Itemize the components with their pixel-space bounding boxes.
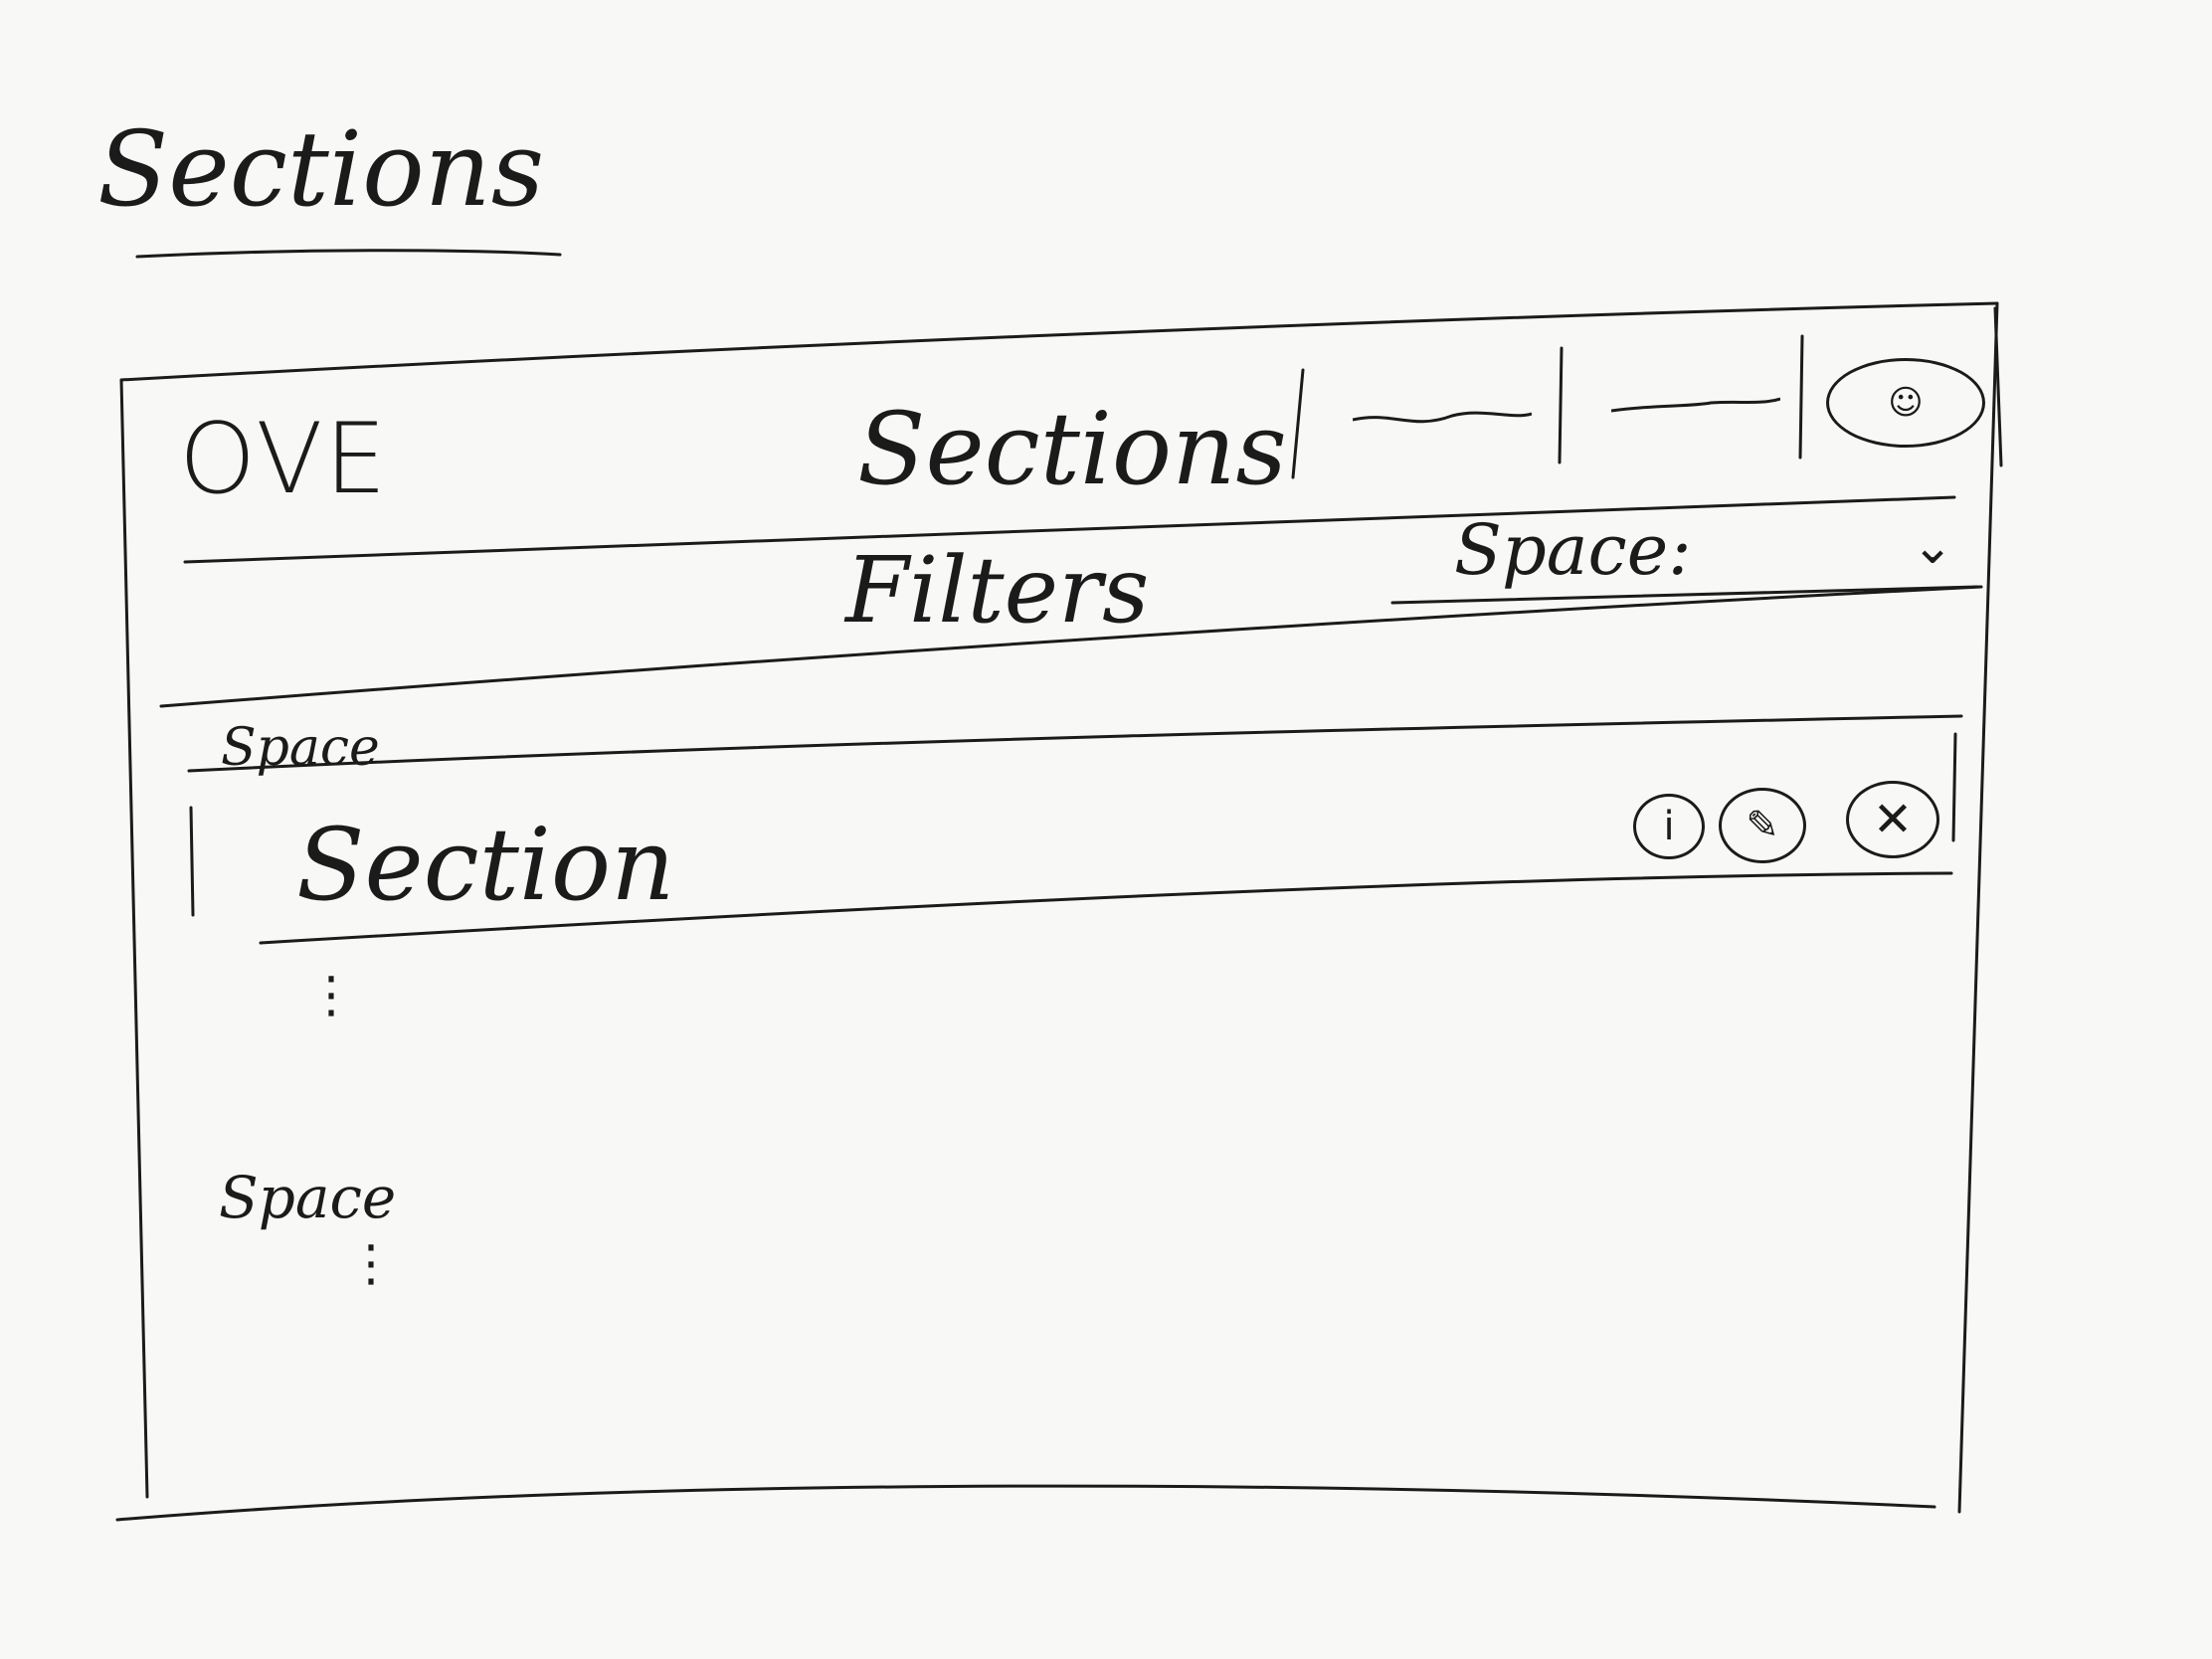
page-title: Sections bbox=[97, 108, 545, 230]
space-select[interactable]: Space: ⌄ bbox=[1454, 515, 1961, 585]
space-select-value: Space: bbox=[1454, 509, 1692, 591]
edit-icon: ✎ bbox=[1746, 803, 1779, 848]
nav-item-sections[interactable]: Sections bbox=[857, 391, 1287, 507]
user-avatar[interactable]: ☺ bbox=[1826, 358, 1985, 448]
edit-button[interactable]: ✎ bbox=[1719, 788, 1806, 863]
filters-label: Filters bbox=[845, 537, 1150, 644]
nav-item-placeholder-2[interactable] bbox=[1610, 393, 1781, 413]
chevron-down-icon: ⌄ bbox=[1912, 517, 1953, 575]
section-row-label[interactable]: Section bbox=[296, 807, 675, 923]
user-icon: ☺ bbox=[1888, 383, 1924, 423]
more-items-indicator: ⋮ bbox=[306, 966, 356, 1023]
info-button[interactable]: i bbox=[1633, 794, 1705, 859]
nav-item-placeholder-1[interactable] bbox=[1352, 406, 1533, 424]
app-logo[interactable]: OVE bbox=[179, 403, 389, 516]
space-group-label: Space bbox=[221, 718, 380, 778]
delete-button[interactable]: ✕ bbox=[1846, 781, 1939, 858]
space-group-label: Space bbox=[219, 1164, 397, 1231]
squiggle-line bbox=[1610, 397, 1781, 413]
delete-icon: ✕ bbox=[1872, 792, 1914, 847]
info-icon: i bbox=[1663, 804, 1675, 849]
squiggle-line bbox=[1352, 411, 1533, 424]
more-items-indicator: ⋮ bbox=[346, 1234, 396, 1292]
